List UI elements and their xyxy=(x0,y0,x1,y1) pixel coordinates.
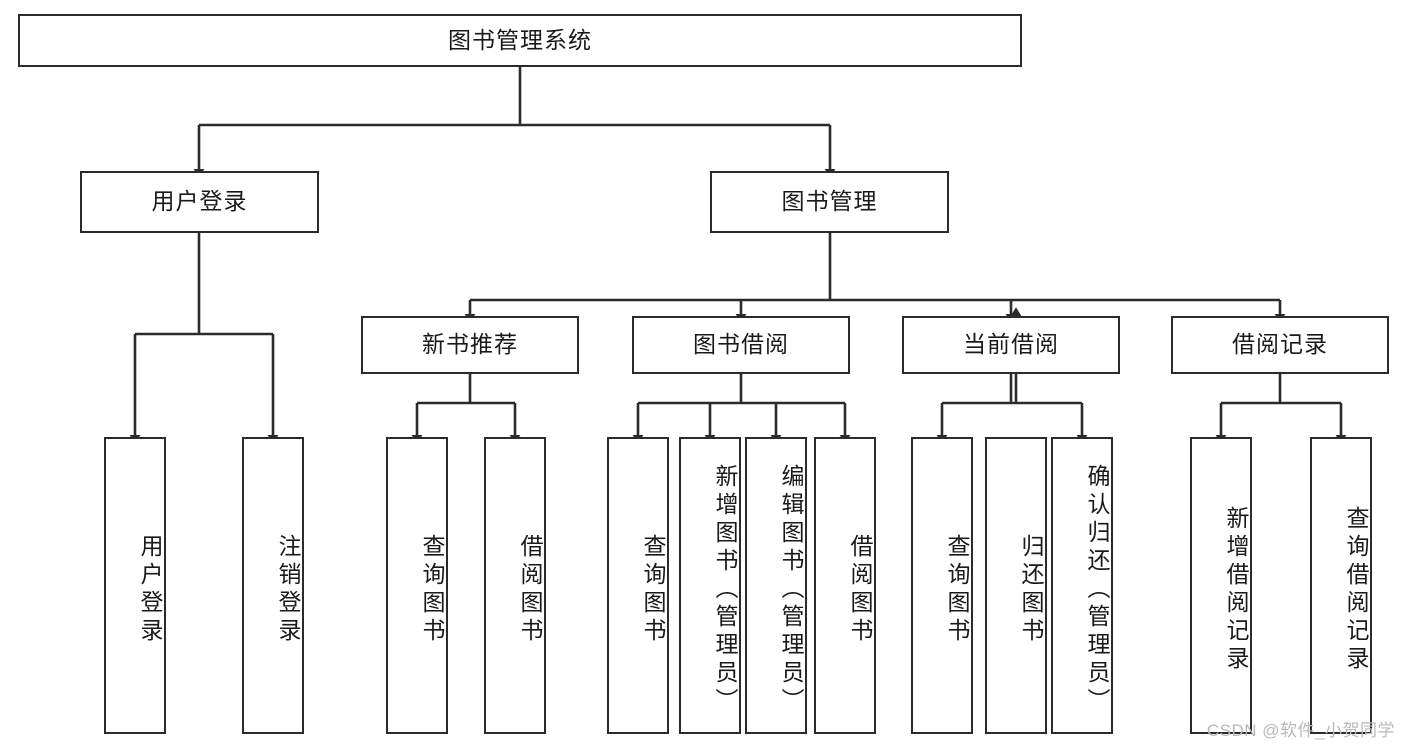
node-label: 确认归还（管理员） xyxy=(1084,463,1110,716)
node-book-borrow: 图书借阅 xyxy=(632,316,850,374)
node-label: 用户登录 xyxy=(151,188,248,215)
leaf-leaf-user-login: 用户登录 xyxy=(104,437,166,734)
node-label: 新书推荐 xyxy=(422,331,518,358)
node-label: 查询图书 xyxy=(944,533,970,646)
leaf-leaf-borrow-book-1: 借阅图书 xyxy=(484,437,546,734)
node-borrow-record: 借阅记录 xyxy=(1171,316,1389,374)
node-label: 注销登录 xyxy=(275,533,301,646)
leaf-leaf-query-book-2: 查询图书 xyxy=(607,437,669,734)
node-label: 归还图书 xyxy=(1018,533,1044,646)
node-label: 图书借阅 xyxy=(693,331,789,358)
node-label: 新增图书（管理员） xyxy=(712,463,738,716)
node-label: 当前借阅 xyxy=(963,331,1059,358)
leaf-leaf-query-book-3: 查询图书 xyxy=(911,437,973,734)
leaf-leaf-add-book: 新增图书（管理员） xyxy=(679,437,741,734)
node-book-manage: 图书管理 xyxy=(710,171,949,233)
node-current-borrow: 当前借阅 xyxy=(902,316,1120,374)
node-label: 用户登录 xyxy=(137,533,163,646)
node-label: 查询图书 xyxy=(640,533,666,646)
leaf-leaf-return-book: 归还图书 xyxy=(985,437,1047,734)
leaf-leaf-edit-book: 编辑图书（管理员） xyxy=(745,437,807,734)
node-label: 图书管理 xyxy=(781,188,878,215)
leaf-leaf-borrow-book-2: 借阅图书 xyxy=(814,437,876,734)
node-label: 图书管理系统 xyxy=(448,26,592,53)
node-user-login: 用户登录 xyxy=(80,171,319,233)
node-label: 编辑图书（管理员） xyxy=(778,463,804,716)
leaf-leaf-query-book-1: 查询图书 xyxy=(386,437,448,734)
node-label: 借阅图书 xyxy=(847,533,873,646)
node-label: 查询图书 xyxy=(419,533,445,646)
leaf-leaf-confirm-return: 确认归还（管理员） xyxy=(1051,437,1113,734)
leaf-leaf-query-record: 查询借阅记录 xyxy=(1310,437,1372,734)
leaf-leaf-add-record: 新增借阅记录 xyxy=(1190,437,1252,734)
node-label: 借阅记录 xyxy=(1232,331,1328,358)
node-root: 图书管理系统 xyxy=(18,14,1022,67)
node-new-book-rec: 新书推荐 xyxy=(361,316,579,374)
csdn-watermark: CSDN @软件_小贺同学 xyxy=(1206,721,1395,740)
node-label: 借阅图书 xyxy=(517,533,543,646)
node-label: 查询借阅记录 xyxy=(1343,505,1369,674)
node-label: 新增借阅记录 xyxy=(1223,505,1249,674)
leaf-leaf-logout: 注销登录 xyxy=(242,437,304,734)
